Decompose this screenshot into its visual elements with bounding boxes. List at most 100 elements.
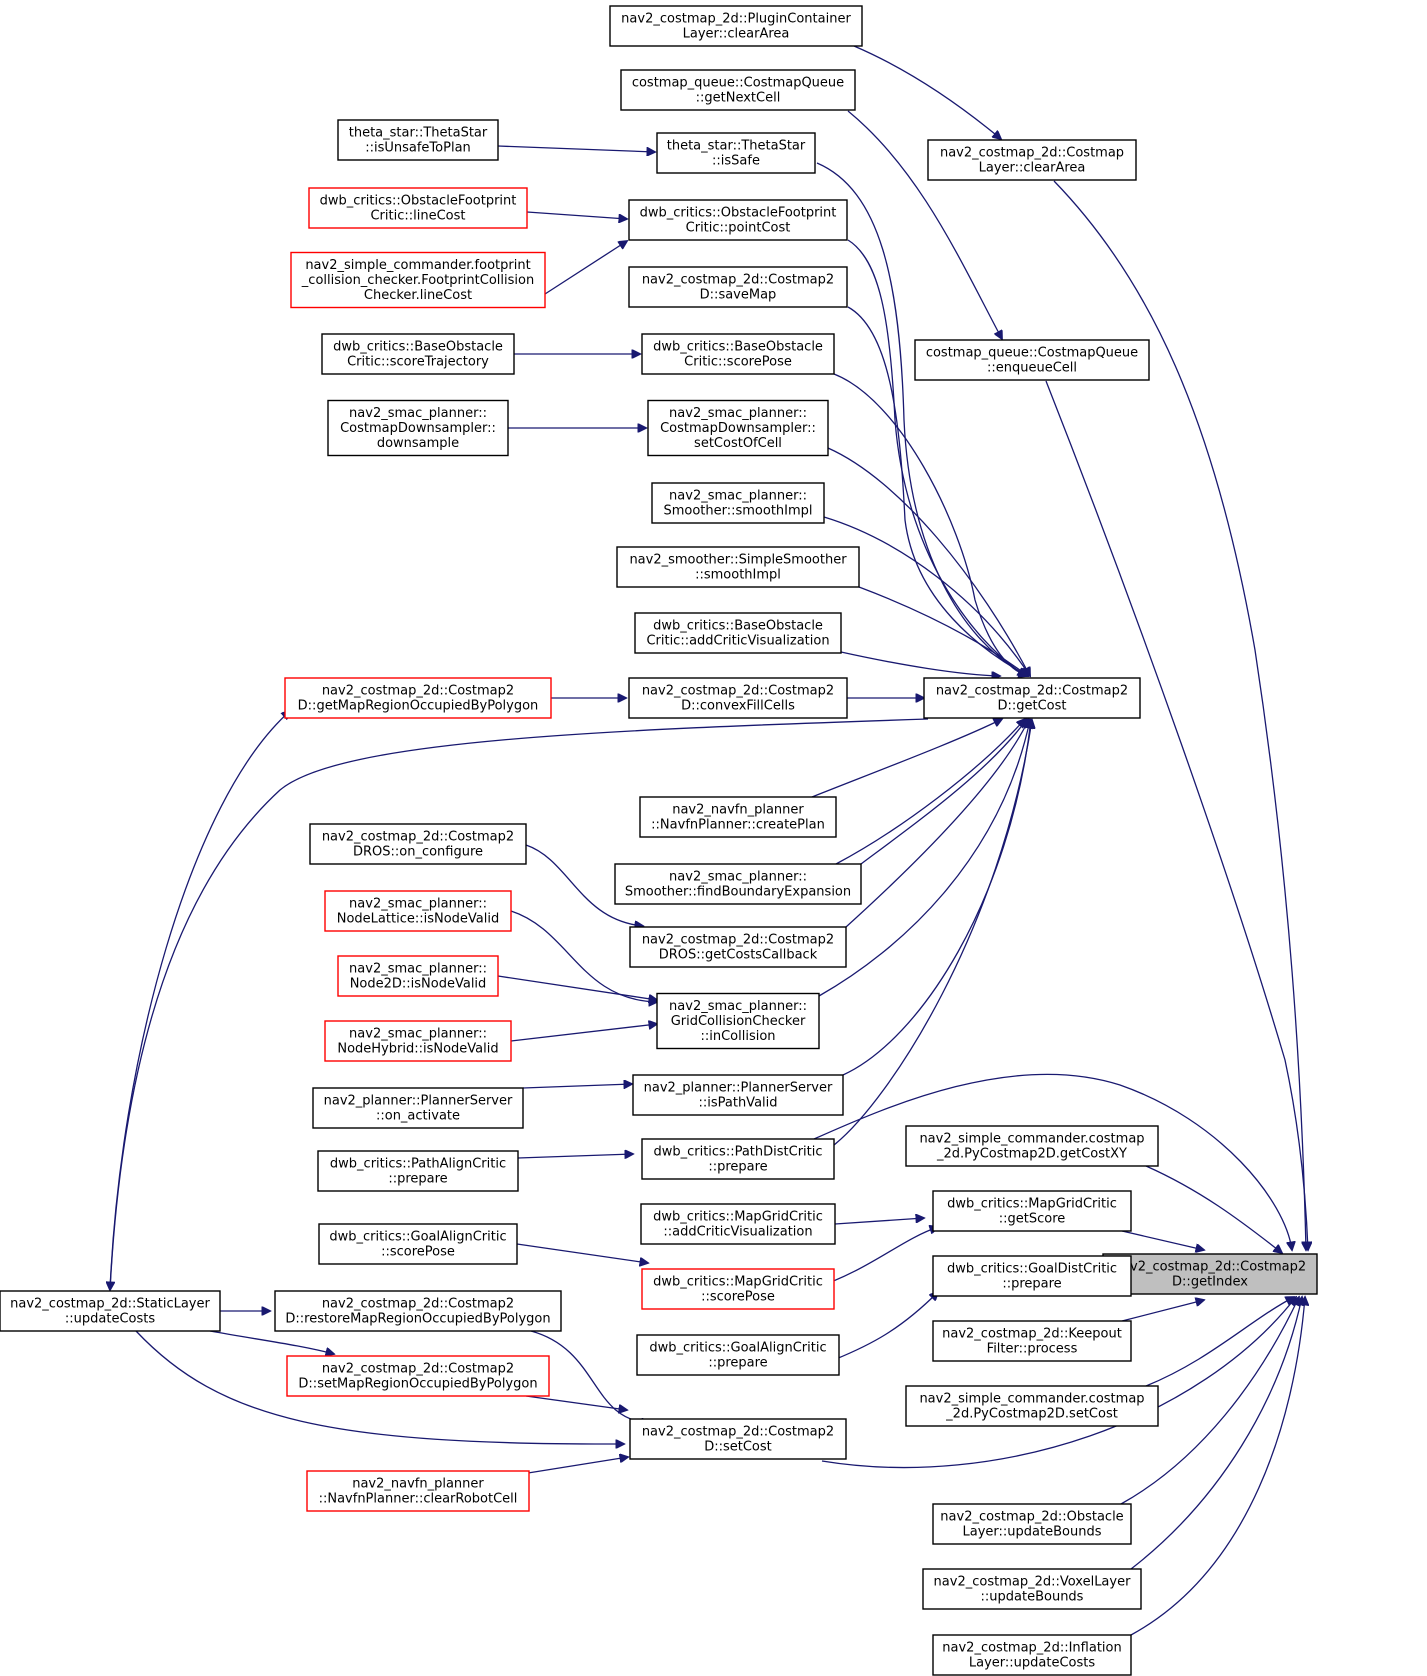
call-edge xyxy=(1121,1230,1204,1250)
node-smooth-impl1[interactable]: nav2_smac_planner::Smoother::smoothImpl xyxy=(651,482,825,524)
node-on-activate[interactable]: nav2_planner::PlannerServer::on_activate xyxy=(312,1087,524,1129)
node-static-update[interactable]: nav2_costmap_2d::StaticLayer::updateCost… xyxy=(0,1290,221,1332)
node-label-line: nav2_navfn_planner xyxy=(352,1477,484,1492)
node-gd-prepare[interactable]: dwb_critics::GoalDistCritic::prepare xyxy=(932,1255,1132,1297)
node-get-map-region[interactable]: nav2_costmap_2d::Costmap2D::getMapRegion… xyxy=(284,677,552,719)
node-box xyxy=(914,339,1150,381)
node-box xyxy=(1102,1253,1318,1295)
node-downsample[interactable]: nav2_smac_planner::CostmapDownsampler::d… xyxy=(327,399,509,457)
node-get-cost-x-y[interactable]: nav2_simple_commander.costmap_2d.PyCostm… xyxy=(905,1125,1159,1167)
call-edge xyxy=(813,1073,1292,1250)
node-clear-robot[interactable]: nav2_navfn_planner::NavfnPlanner::clearR… xyxy=(306,1470,530,1512)
node-save-map[interactable]: nav2_costmap_2d::Costmap2D::saveMap xyxy=(628,266,848,308)
node-layer: nav2_costmap_2d::Costmap2D::getIndexnav2… xyxy=(0,5,1318,1676)
node-label-line: nav2_simple_commander.costmap xyxy=(919,1132,1144,1147)
node-box xyxy=(324,890,512,932)
node-convex-fill[interactable]: nav2_costmap_2d::Costmap2D::convexFillCe… xyxy=(628,677,848,719)
node-ofc-point-cost[interactable]: dwb_critics::ObstacleFootprintCritic::po… xyxy=(628,199,848,241)
call-edge xyxy=(1130,1297,1305,1636)
node-label-line: _collision_checker.FootprintCollision xyxy=(301,273,534,288)
node-is-safe[interactable]: theta_star::ThetaStar::isSafe xyxy=(656,132,816,174)
node-label-line: _2d.PyCostmap2D.getCostXY xyxy=(936,1147,1127,1162)
node-on-configure[interactable]: nav2_costmap_2d::Costmap2DROS::on_config… xyxy=(309,823,527,865)
node-ga-prepare[interactable]: dwb_critics::GoalAlignCritic::prepare xyxy=(636,1334,840,1376)
node-enqueue-cell[interactable]: costmap_queue::CostmapQueue::enqueueCell xyxy=(914,339,1150,381)
node-label-line: nav2_costmap_2d::VoxelLayer xyxy=(934,1575,1132,1590)
node-set-map-region[interactable]: nav2_costmap_2d::Costmap2D::setMapRegion… xyxy=(286,1355,550,1397)
node-box xyxy=(616,546,860,588)
node-box xyxy=(641,1268,835,1310)
node-box xyxy=(317,1150,519,1192)
call-edge xyxy=(497,975,657,1000)
node-box xyxy=(932,1255,1132,1297)
node-label-line: ::scorePose xyxy=(701,1290,775,1305)
node-find-boundary[interactable]: nav2_smac_planner::Smoother::findBoundar… xyxy=(614,863,862,905)
call-edge xyxy=(833,373,1027,676)
node-box xyxy=(923,677,1141,719)
node-label-line: D::setMapRegionOccupiedByPolygon xyxy=(298,1377,537,1392)
node-box xyxy=(647,399,829,457)
node-is-path-valid[interactable]: nav2_planner::PlannerServer::isPathValid xyxy=(632,1074,844,1116)
node-get-index[interactable]: nav2_costmap_2d::Costmap2D::getIndex xyxy=(1102,1253,1318,1295)
call-edge xyxy=(858,586,1028,676)
node-pc-clear-area[interactable]: nav2_costmap_2d::PluginContainerLayer::c… xyxy=(609,5,863,47)
node-label-line: nav2_smac_planner:: xyxy=(349,406,487,421)
node-box xyxy=(318,1223,518,1265)
call-edge xyxy=(1053,180,1306,1250)
call-edge xyxy=(209,1330,334,1354)
node-get-next-cell[interactable]: costmap_queue::CostmapQueue::getNextCell xyxy=(620,69,856,111)
node-label-line: D::getCost xyxy=(997,699,1066,714)
node-label-line: nav2_costmap_2d::Costmap2 xyxy=(642,1425,834,1440)
node-mg-get-score[interactable]: dwb_critics::MapGridCritic::getScore xyxy=(932,1190,1132,1232)
node-label-line: ::getScore xyxy=(999,1212,1066,1227)
node-mg-score-pose[interactable]: dwb_critics::MapGridCritic::scorePose xyxy=(641,1268,835,1310)
node-n2d-valid[interactable]: nav2_smac_planner::Node2D::isNodeValid xyxy=(337,955,499,997)
node-box xyxy=(632,1074,844,1116)
call-edge xyxy=(510,910,657,1002)
node-bo-score-pose[interactable]: dwb_critics::BaseObstacleCritic::scorePo… xyxy=(641,333,835,375)
node-label-line: D::setCost xyxy=(704,1440,772,1455)
node-nl-valid[interactable]: nav2_smac_planner::NodeLattice::isNodeVa… xyxy=(324,890,512,932)
node-fcc-line-cost[interactable]: nav2_simple_commander.footprint_collisio… xyxy=(290,251,546,309)
node-label-line: nav2_costmap_2d::PluginContainer xyxy=(621,12,851,27)
call-edge xyxy=(544,241,627,295)
node-set-cost[interactable]: nav2_costmap_2d::Costmap2D::setCost xyxy=(629,1418,847,1460)
node-box xyxy=(656,992,820,1050)
node-path-align-prep[interactable]: dwb_critics::PathAlignCritic::prepare xyxy=(317,1150,519,1192)
node-ga-score-pose[interactable]: dwb_critics::GoalAlignCritic::scorePose xyxy=(318,1223,518,1265)
node-label-line: ::prepare xyxy=(708,1160,767,1175)
node-obs-update[interactable]: nav2_costmap_2d::ObstacleLayer::updateBo… xyxy=(932,1503,1132,1545)
node-box xyxy=(905,1125,1159,1167)
node-get-cost[interactable]: nav2_costmap_2d::Costmap2D::getCost xyxy=(923,677,1141,719)
node-ofc-line-cost[interactable]: dwb_critics::ObstacleFootprintCritic::li… xyxy=(308,187,528,229)
node-infl-update[interactable]: nav2_costmap_2d::InflationLayer::updateC… xyxy=(932,1634,1132,1676)
node-get-costs-cb[interactable]: nav2_costmap_2d::Costmap2DROS::getCostsC… xyxy=(629,926,847,968)
node-path-dist-prep[interactable]: dwb_critics::PathDistCritic::prepare xyxy=(641,1138,835,1180)
node-box xyxy=(274,1290,562,1332)
call-edge xyxy=(525,844,643,926)
node-box xyxy=(629,926,847,968)
node-label-line: nav2_costmap_2d::Costmap2 xyxy=(322,1297,514,1312)
node-create-plan[interactable]: nav2_navfn_planner::NavfnPlanner::create… xyxy=(639,796,837,838)
node-py-set-cost[interactable]: nav2_simple_commander.costmap_2d.PyCostm… xyxy=(905,1385,1159,1427)
node-restore-map[interactable]: nav2_costmap_2d::Costmap2D::restoreMapRe… xyxy=(274,1290,562,1332)
node-vox-update[interactable]: nav2_costmap_2d::VoxelLayer::updateBound… xyxy=(922,1568,1142,1610)
node-label-line: nav2_planner::PlannerServer xyxy=(644,1081,833,1096)
node-label-line: nav2_smac_planner:: xyxy=(669,406,807,421)
node-is-unsafe-to-plan[interactable]: theta_star::ThetaStar::isUnsafeToPlan xyxy=(337,119,499,161)
node-score-trajectory[interactable]: dwb_critics::BaseObstacleCritic::scoreTr… xyxy=(321,333,515,375)
node-box xyxy=(932,1320,1132,1362)
node-box xyxy=(309,823,527,865)
node-smooth-impl2[interactable]: nav2_smoother::SimpleSmoother::smoothImp… xyxy=(616,546,860,588)
node-label-line: NodeLattice::isNodeValid xyxy=(337,912,500,927)
node-set-cost-of-cell[interactable]: nav2_smac_planner::CostmapDownsampler::s… xyxy=(647,399,829,457)
node-label-line: dwb_critics::PathAlignCritic xyxy=(330,1157,506,1172)
node-add-crit-vis1[interactable]: dwb_critics::BaseObstacleCritic::addCrit… xyxy=(634,612,842,654)
node-label-line: Smoother::smoothImpl xyxy=(663,504,812,519)
node-nh-valid[interactable]: nav2_smac_planner::NodeHybrid::isNodeVal… xyxy=(324,1020,512,1062)
call-edge xyxy=(847,110,1002,339)
node-mg-add-crit-vis[interactable]: dwb_critics::MapGridCritic::addCriticVis… xyxy=(640,1203,836,1245)
node-in-collision[interactable]: nav2_smac_planner::GridCollisionChecker:… xyxy=(656,992,820,1050)
